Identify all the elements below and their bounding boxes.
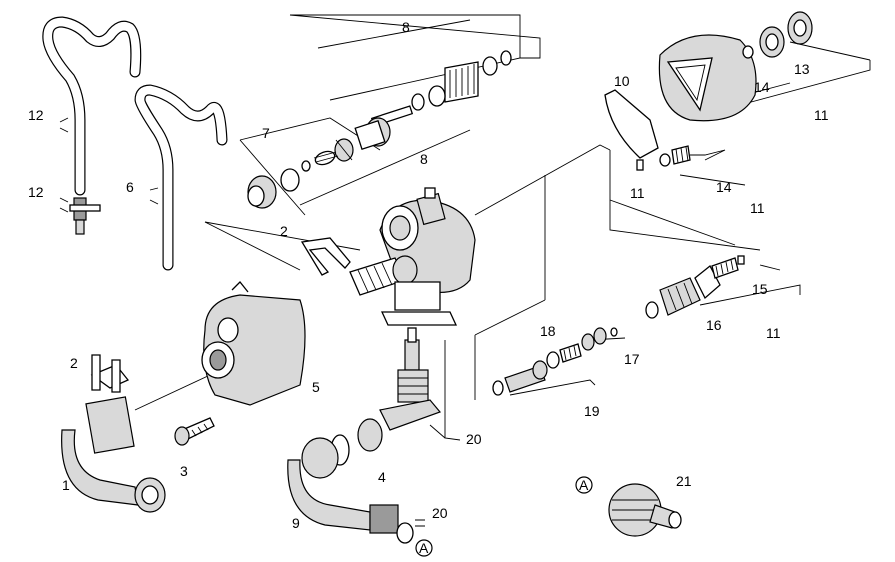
label-part-21: 21 [676,473,692,489]
label-part-12-bottom: 12 [28,184,44,200]
elbow-9 [287,327,442,544]
label-part-11-d: 11 [766,325,781,341]
valve-stack-8 [247,50,512,209]
screw-3 [174,417,215,446]
label-part-5: 5 [312,379,320,395]
label-part-14-bottom: 14 [716,179,732,195]
elbow-1 [61,354,166,513]
label-part-20-bottom: 20 [432,505,448,521]
valve-19 [492,327,618,396]
valve-body-13 [658,11,813,122]
hose-6 [134,84,228,271]
plug-16 [645,255,745,319]
label-part-9: 9 [292,515,300,531]
marker-a-bottom: A [415,539,433,557]
label-part-1: 1 [62,477,70,493]
label-part-17: 17 [624,351,640,367]
label-part-16: 16 [706,317,722,333]
label-part-3: 3 [180,463,188,479]
label-part-18: 18 [540,323,556,339]
part-labels: 1 2 2 3 4 5 6 7 8 8 9 10 11 11 11 11 12 … [28,19,829,531]
leader-lines [59,14,871,441]
label-part-11-b: 11 [814,107,829,123]
label-part-13: 13 [794,61,810,77]
marker-a-bottom-text: A [419,540,429,556]
label-part-7: 7 [262,125,270,141]
marker-a-right-text: A [579,477,589,493]
seal-10 [604,89,659,171]
label-part-20-right: 20 [466,431,482,447]
label-part-15: 15 [752,281,768,297]
marker-a-right: A [575,476,593,494]
label-part-11-a: 11 [630,185,645,201]
label-part-10: 10 [614,73,630,89]
label-part-6: 6 [126,179,134,195]
hose-12 [42,16,142,235]
coupling-21 [608,483,682,537]
clip-2 [300,237,351,276]
label-part-8-center: 8 [420,151,428,167]
label-part-14-top: 14 [754,79,770,95]
label-part-8-top: 8 [402,19,410,35]
label-part-4: 4 [378,469,386,485]
label-part-11-c: 11 [750,200,765,216]
housing-5 [201,281,306,406]
label-part-19: 19 [584,403,600,419]
label-part-12-top: 12 [28,107,44,123]
label-part-2-bottom: 2 [70,355,78,371]
label-part-2-top: 2 [280,223,288,239]
spring-14 [659,145,691,167]
pump-head [349,187,476,326]
